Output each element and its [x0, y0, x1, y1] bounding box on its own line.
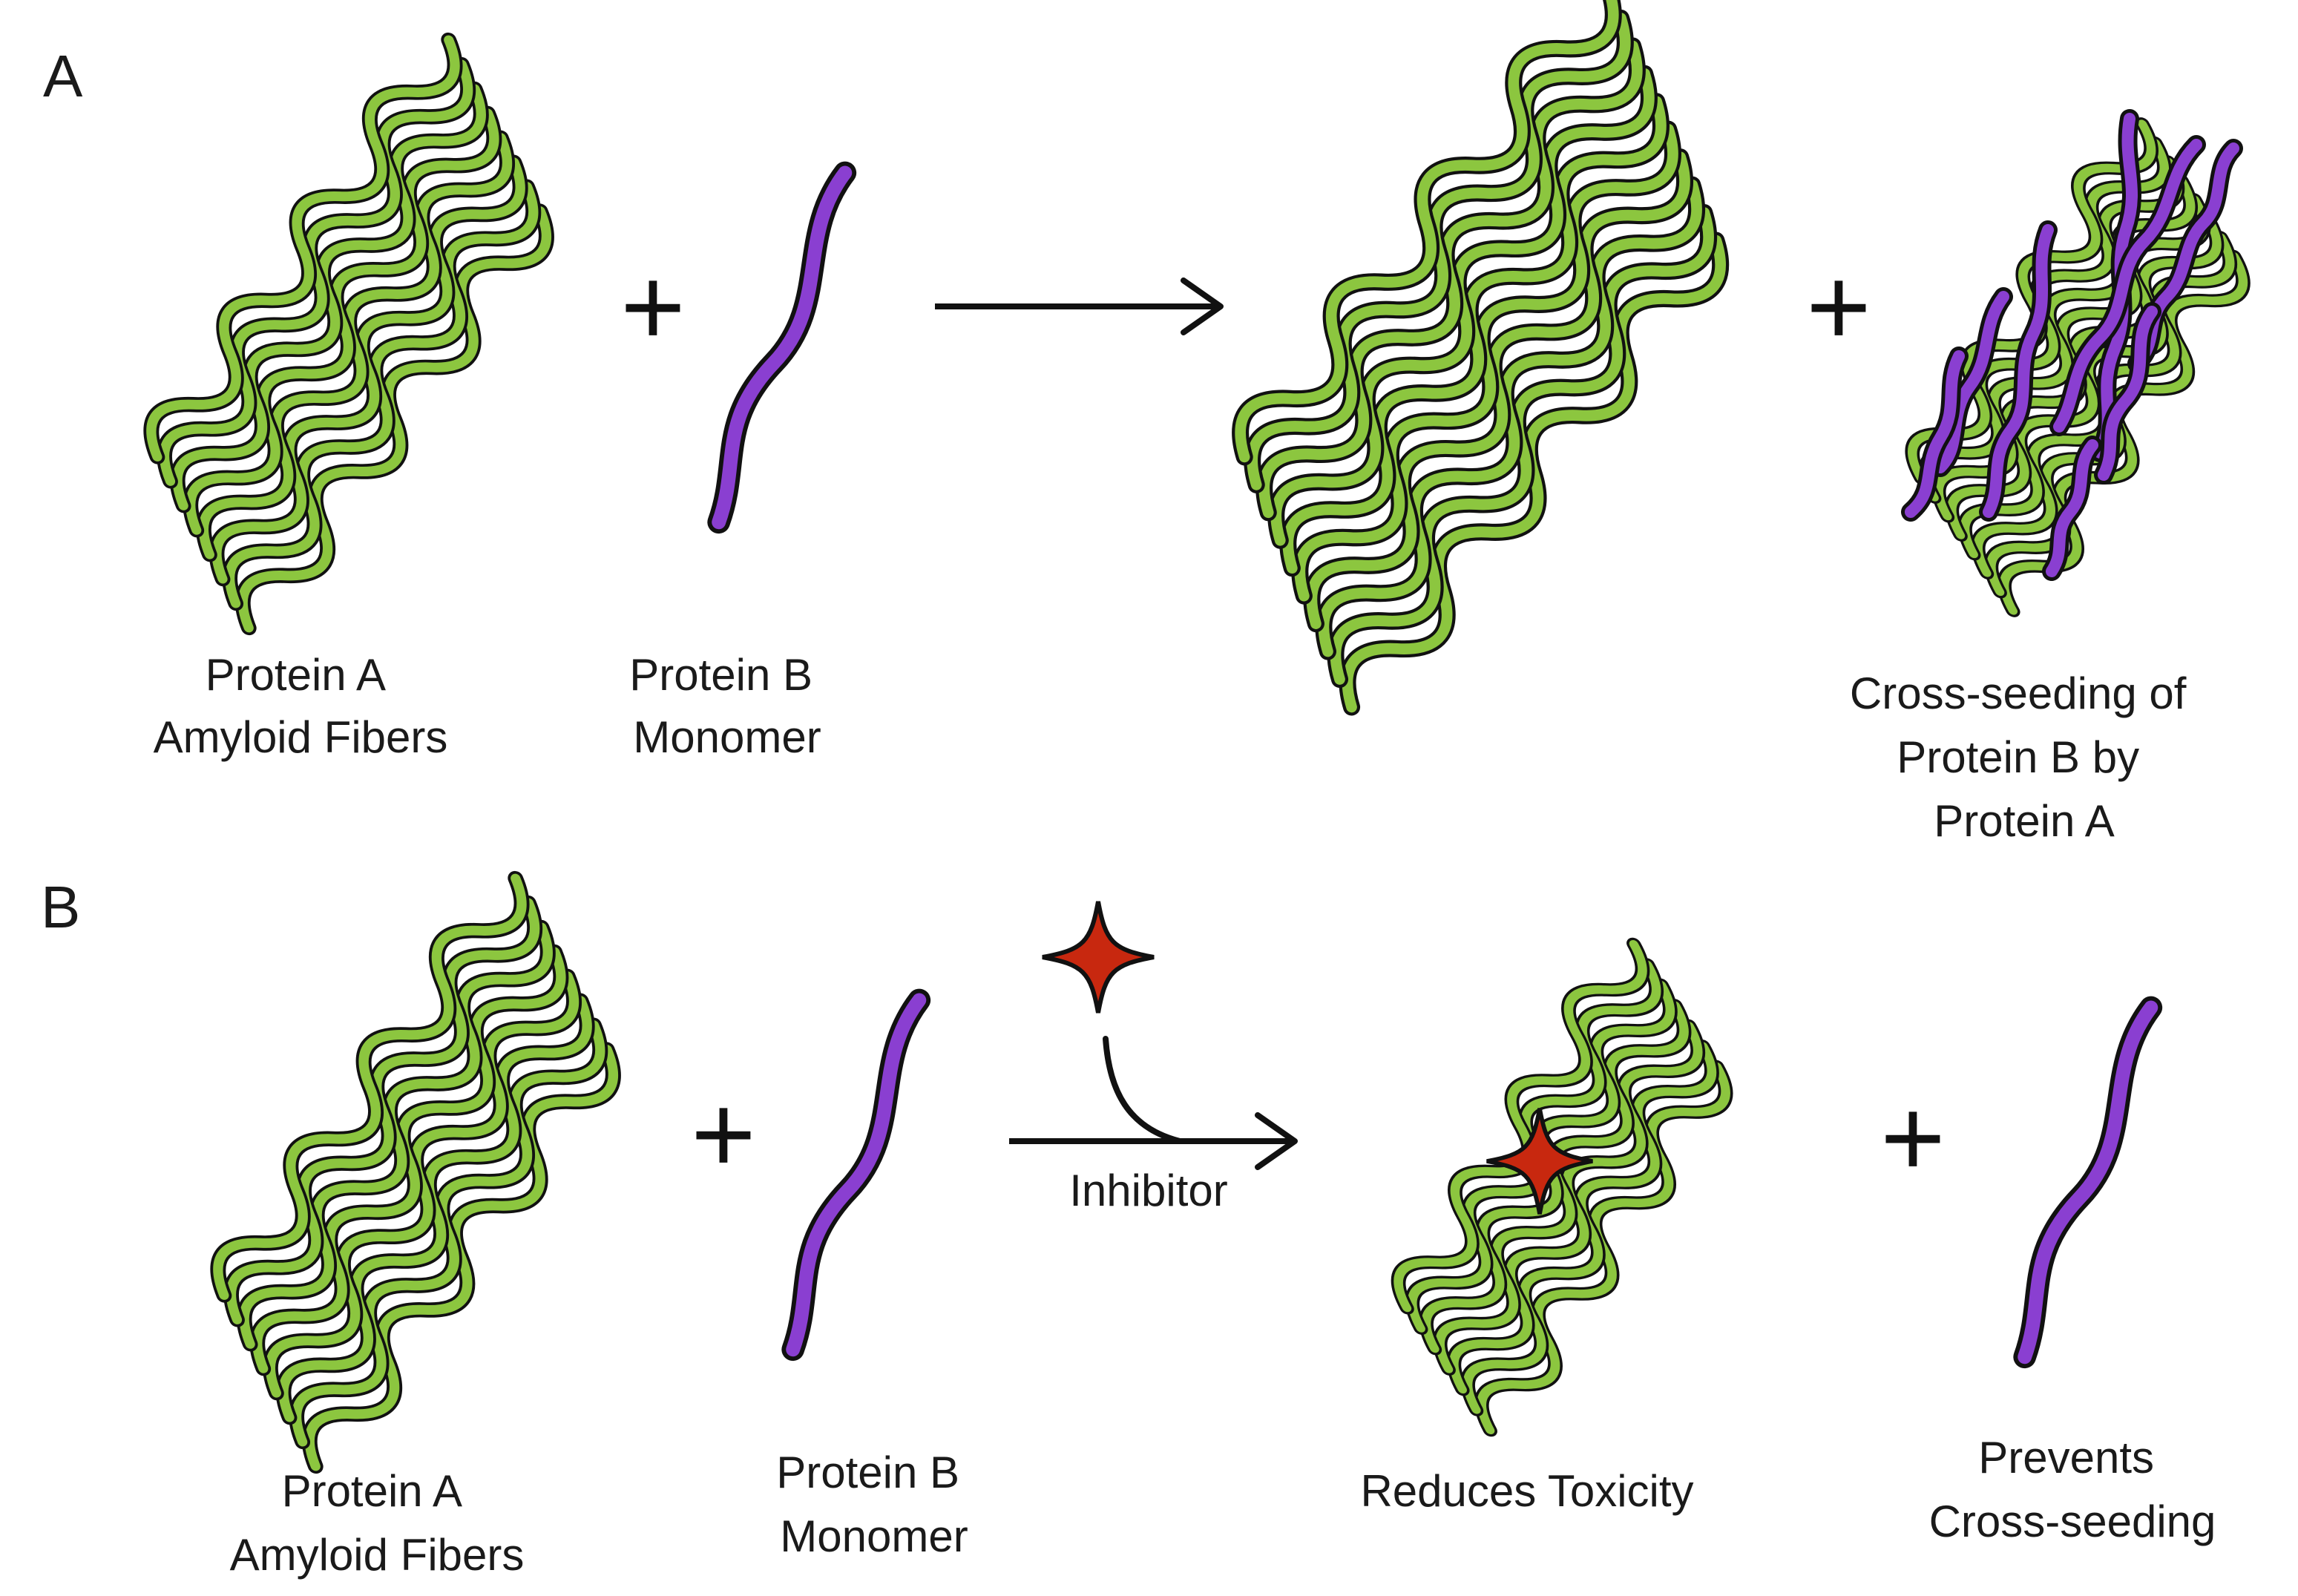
- panel-a-fiber-bundle-input: [87, 26, 611, 642]
- panel-b-caption-fibers: Protein A Amyloid Fibers: [230, 1466, 525, 1580]
- cross-seeded-strand: [2042, 436, 2102, 581]
- panel-b-caption-prevents: Prevents Cross-seeding: [1929, 1433, 2216, 1546]
- panel-b-plus-2: +: [1880, 1075, 1946, 1200]
- panel-a-plus-2: +: [1806, 244, 1871, 369]
- panel-b-reaction-arrow: [1009, 1112, 1298, 1170]
- panel-a-caption-fibers: Protein A Amyloid Fibers: [154, 650, 448, 762]
- panel-b-caption-monomer: Protein B Monomer: [776, 1448, 971, 1561]
- cross-seeded-strand: [1901, 347, 1969, 522]
- panel-b-plus-1: +: [691, 1071, 756, 1196]
- cross-seeded-strand: [1979, 220, 2058, 522]
- panel-a-reaction-arrow: [935, 278, 1224, 335]
- cross-seeded-strand: [1931, 287, 2013, 477]
- panel-a-fiber-bundle-output: [1143, 0, 1817, 723]
- panel-b-monomer-input: [745, 999, 965, 1350]
- cross-seeded-strand: [2094, 302, 2161, 485]
- panel-b-fiber-bundle-input: [154, 864, 677, 1480]
- panel-a-caption-cross-seeding: Cross-seeding of Protein B by Protein A: [1850, 669, 2199, 846]
- panel-a-plus-1: +: [620, 244, 686, 369]
- panel-a-cross-seeded-bundle: [1867, 111, 2288, 623]
- panel-b-caption-reduces-toxicity: Reduces Toxicity: [1360, 1466, 1693, 1516]
- panel-a-caption-monomer: Protein B Monomer: [629, 650, 824, 762]
- panel-b-label: B: [41, 874, 80, 940]
- panel-b-fiber-bundle-inhibited: [1355, 932, 1769, 1443]
- inhibitor-star-icon: [1043, 902, 1154, 1013]
- inhibitor-feed-curve: [1103, 1036, 1183, 1144]
- cross-seeded-strand: [2049, 135, 2206, 436]
- cross-seeded-monomers: [1901, 109, 2243, 581]
- panel-a-label: A: [43, 43, 83, 109]
- panel-a-monomer-input: [671, 172, 891, 522]
- inhibitor-label: Inhibitor: [1069, 1166, 1227, 1215]
- panel-b-monomer-free: [1977, 1007, 2197, 1357]
